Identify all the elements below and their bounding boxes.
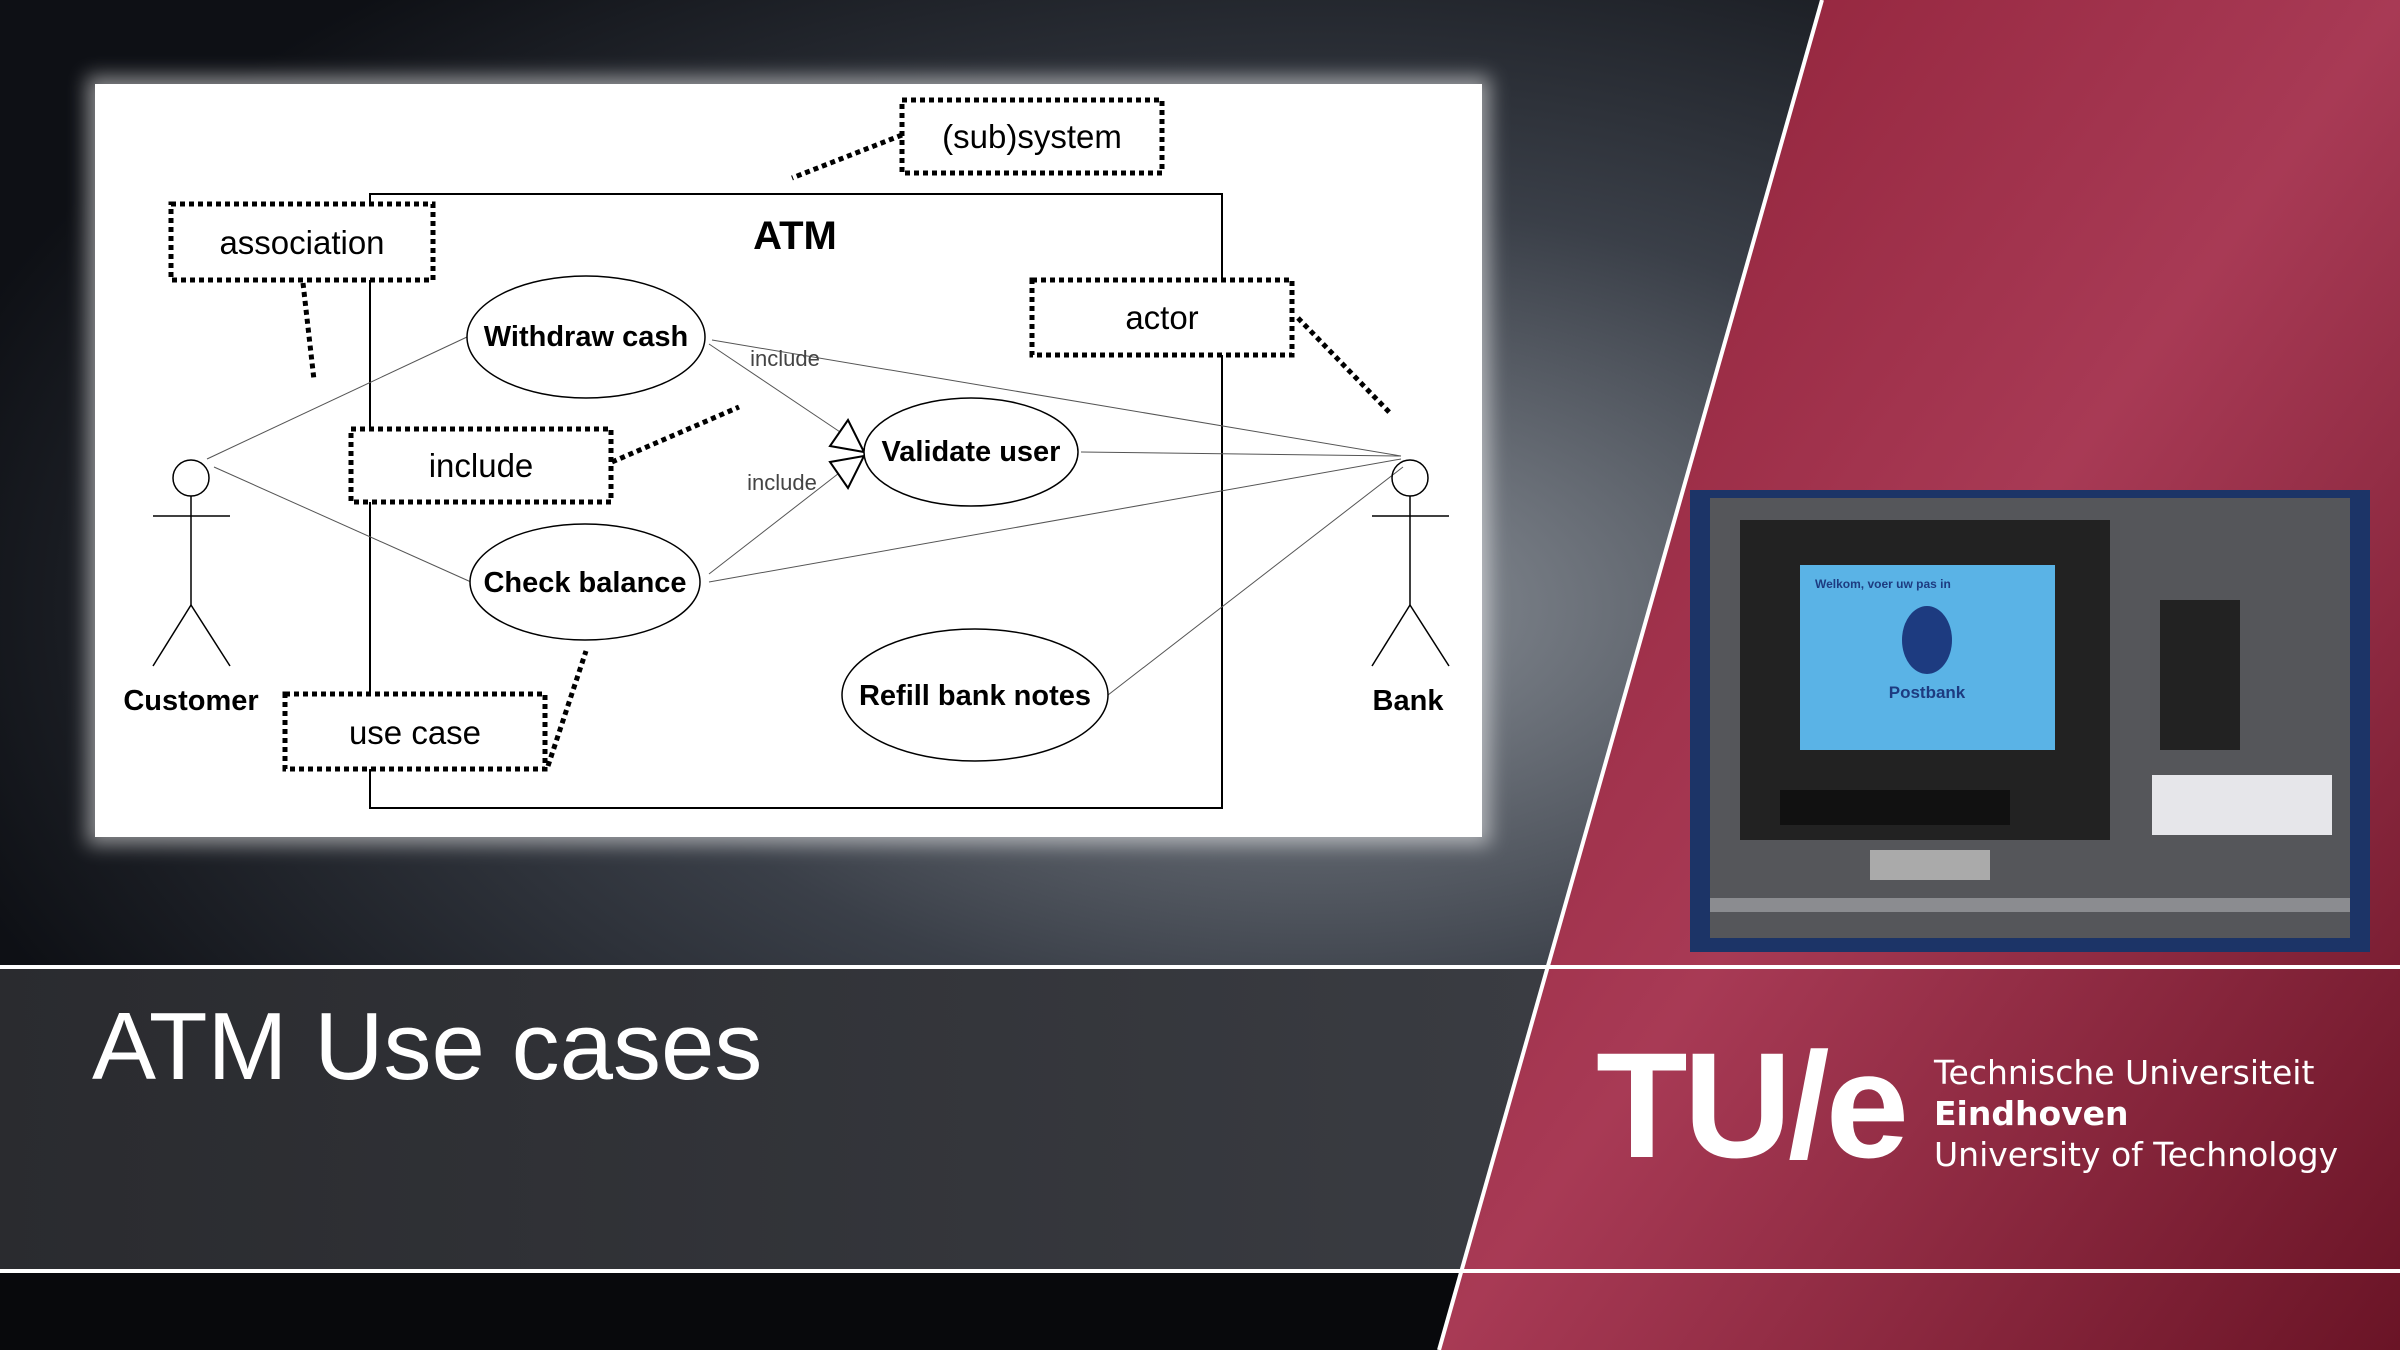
card-logos-panel [2152,775,2332,835]
callout-leader [1296,316,1392,415]
callout-box-subsystem [899,97,1165,176]
callout-leader [611,404,740,465]
card-reader [2160,600,2240,750]
use-case-diagram: ATM Withdraw cash Validate user Check ba… [123,97,1450,809]
include-label: include [750,346,820,371]
atm-photo: Welkom, voer uw pas in Postbank [1690,490,2370,952]
association-line [1107,466,1404,696]
association-line [708,458,1402,583]
footer-band [0,1271,1460,1350]
lion-logo-icon [1902,606,1952,674]
association-line [711,339,1402,457]
atm-bank-name: Postbank [1889,683,1966,702]
callout-use-case: use case [349,714,481,751]
include-label: include [747,470,817,495]
callout-box-use-case [282,691,548,772]
include-line [708,343,853,441]
callout-leader [300,282,317,381]
callout-box-association [168,201,436,283]
association-line [206,336,468,460]
callout-subsystem: (sub)system [942,118,1122,155]
include-arrowhead [828,454,866,490]
use-case-label: Check balance [483,567,686,599]
use-case-label: Withdraw cash [484,321,688,353]
cash-slot [1780,790,2010,825]
callout-box-actor [1029,277,1295,358]
actor-bank-icon [1371,459,1450,667]
diagonal-divider [1437,0,1824,1350]
association-line [213,466,472,583]
callout-association: association [219,224,384,261]
logo-line-1: Technische Universiteit [1934,1053,2315,1092]
use-case-check-balance [469,523,701,641]
actor-label: Bank [1373,685,1445,717]
callout-actor: actor [1125,299,1198,336]
system-name: ATM [753,214,837,258]
title-band [0,967,1560,1271]
use-case-validate-user [863,397,1079,507]
use-case-label: Refill bank notes [859,680,1091,712]
logo-line-3: University of Technology [1934,1135,2339,1174]
callout-leader [791,132,903,181]
tue-logo-mark: TU/e [1596,1021,1909,1189]
tue-logo-text: Technische Universiteit Eindhoven Univer… [1934,1052,2338,1175]
callout-include: include [429,447,534,484]
actor-customer-icon [152,459,231,667]
slide-title: ATM Use cases [92,993,763,1100]
association-line [1080,451,1402,457]
diagram-panel: ATM Withdraw cash Validate user Check ba… [95,84,1482,837]
atm-screen-text: Welkom, voer uw pas in [1815,577,1951,591]
callout-leader [545,650,589,767]
use-case-refill-bank-notes [841,628,1109,762]
include-line [708,462,853,575]
callout-box-include [348,426,614,505]
include-arrowhead [828,418,866,454]
logo-line-2: Eindhoven [1934,1094,2129,1133]
atm-ledge [1710,898,2350,912]
actor-label: Customer [123,685,258,717]
use-case-withdraw-cash [466,275,706,399]
keypad [1870,850,1990,880]
use-case-label: Validate user [882,436,1061,468]
